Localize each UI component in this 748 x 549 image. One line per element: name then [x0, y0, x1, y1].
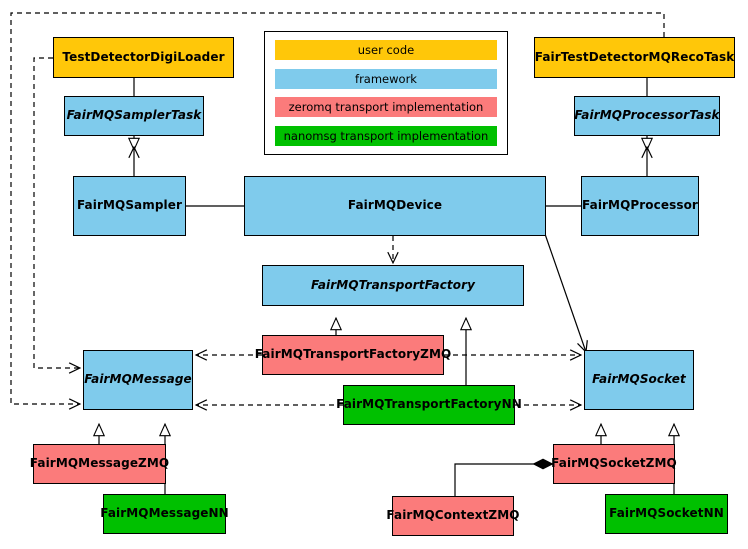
- class-label-fair-test-detector-mq-reco-task: FairTestDetectorMQRecoTask: [534, 49, 735, 64]
- legend-item-zeromq: zeromq transport implementation: [275, 97, 497, 118]
- class-label-fairmq-processor-task: FairMQProcessorTask: [574, 108, 720, 123]
- legend-label-framework: framework: [355, 71, 417, 86]
- class-node-fairmq-transport-factory-zmq[interactable]: FairMQTransportFactoryZMQ: [255, 335, 451, 375]
- class-node-fair-test-detector-mq-reco-task[interactable]: FairTestDetectorMQRecoTask: [534, 37, 735, 78]
- class-label-fairmq-processor: FairMQProcessor: [582, 198, 698, 213]
- legend: user code framework zeromq transport imp…: [264, 31, 508, 155]
- class-node-fairmq-transport-factory-nn[interactable]: FairMQTransportFactoryNN: [336, 385, 522, 425]
- class-node-fairmq-context-zmq[interactable]: FairMQContextZMQ: [386, 496, 519, 536]
- class-node-fairmq-message-zmq[interactable]: FairMQMessageZMQ: [29, 444, 170, 484]
- class-node-fairmq-message-nn[interactable]: FairMQMessageNN: [100, 494, 229, 534]
- legend-item-user-code: user code: [275, 40, 497, 60]
- class-label-fairmq-transport-factory: FairMQTransportFactory: [310, 277, 476, 292]
- legend-item-framework: framework: [275, 68, 497, 89]
- class-label-fairmq-socket: FairMQSocket: [592, 372, 686, 387]
- class-label-test-detector-digi-loader: TestDetectorDigiLoader: [62, 49, 225, 64]
- legend-label-nanomsg: nanomsg transport implementation: [283, 128, 489, 143]
- class-node-fairmq-socket-nn[interactable]: FairMQSocketNN: [605, 494, 728, 534]
- class-node-fairmq-sampler[interactable]: FairMQSampler: [73, 176, 186, 236]
- class-label-fairmq-message-nn: FairMQMessageNN: [100, 506, 229, 521]
- class-label-fairmq-sampler: FairMQSampler: [76, 198, 183, 213]
- class-label-fairmq-sampler-task: FairMQSamplerTask: [66, 108, 202, 123]
- class-node-test-detector-digi-loader[interactable]: TestDetectorDigiLoader: [53, 37, 234, 78]
- class-node-fairmq-device[interactable]: FairMQDevice: [244, 176, 546, 236]
- class-node-fairmq-socket-zmq[interactable]: FairMQSocketZMQ: [551, 444, 677, 484]
- class-node-fairmq-message[interactable]: FairMQMessage: [83, 350, 193, 410]
- class-label-fairmq-transport-factory-zmq: FairMQTransportFactoryZMQ: [254, 347, 452, 362]
- class-node-fairmq-transport-factory[interactable]: FairMQTransportFactory: [262, 265, 524, 306]
- class-label-fairmq-message: FairMQMessage: [84, 372, 192, 387]
- edge-device-socket: [544, 233, 586, 352]
- class-label-fairmq-socket-nn: FairMQSocketNN: [609, 506, 724, 521]
- class-node-fairmq-processor[interactable]: FairMQProcessor: [581, 176, 699, 236]
- legend-label-zeromq: zeromq transport implementation: [288, 100, 484, 115]
- class-label-fairmq-message-zmq: FairMQMessageZMQ: [29, 456, 170, 471]
- class-node-fairmq-socket[interactable]: FairMQSocket: [584, 350, 694, 410]
- class-label-fairmq-device: FairMQDevice: [347, 198, 443, 213]
- class-label-fairmq-transport-factory-nn: FairMQTransportFactoryNN: [336, 397, 522, 412]
- class-node-fairmq-processor-task[interactable]: FairMQProcessorTask: [574, 96, 720, 136]
- class-node-fairmq-sampler-task[interactable]: FairMQSamplerTask: [64, 96, 204, 136]
- edge-contextzmq-socketzmq: [454, 464, 553, 496]
- class-label-fairmq-socket-zmq: FairMQSocketZMQ: [551, 456, 677, 471]
- legend-item-nanomsg: nanomsg transport implementation: [275, 125, 497, 146]
- class-label-fairmq-context-zmq: FairMQContextZMQ: [386, 508, 520, 523]
- legend-label-user-code: user code: [357, 43, 415, 57]
